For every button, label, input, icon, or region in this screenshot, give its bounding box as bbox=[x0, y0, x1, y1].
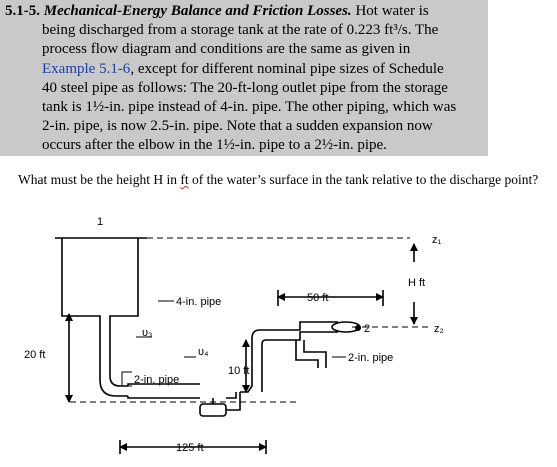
label-2in-pipe-left: 2-in. pipe bbox=[134, 374, 179, 386]
label-125ft: 125 ft bbox=[176, 442, 204, 454]
example-link[interactable]: Example 5.1-6 bbox=[42, 60, 131, 77]
unit-ft: ft bbox=[180, 172, 189, 187]
problem-line: occurs after the elbow in the 1½-in. pip… bbox=[42, 137, 387, 154]
problem-line: , except for different nominal pipe size… bbox=[130, 60, 444, 77]
problem-line: tank is 1½-in. pipe instead of 4-in. pip… bbox=[42, 99, 457, 116]
storage-tank bbox=[61, 238, 139, 358]
z2-label: z₂ bbox=[434, 323, 444, 335]
problem-line: 40 steel pipe as follows: The 20-ft-long… bbox=[42, 79, 448, 96]
label-20ft: 20 ft bbox=[24, 349, 45, 361]
problem-title: Mechanical-Energy Balance and Friction L… bbox=[43, 3, 352, 19]
label-v3: υ₃ bbox=[142, 327, 153, 339]
problem-statement: 5.1-5. Mechanical-Energy Balance and Fri… bbox=[0, 0, 488, 156]
label-2in-pipe-right: 2-in. pipe bbox=[348, 352, 393, 364]
problem-line: being discharged from a storage tank at … bbox=[42, 22, 439, 39]
h-label: H ft bbox=[408, 277, 425, 289]
label-50ft: 50 ft bbox=[307, 292, 328, 304]
label-10ft: 10 ft bbox=[228, 365, 249, 377]
outlet-pipe bbox=[99, 358, 128, 397]
horizontal-pipe bbox=[127, 383, 200, 399]
problem-line: process flow diagram and conditions are … bbox=[42, 41, 411, 58]
problem-line: 2-in. pipe, is now 2.5-in. pipe. Note th… bbox=[42, 118, 433, 135]
label-4in-pipe: 4-in. pipe bbox=[176, 296, 221, 308]
point-2-label: 2 bbox=[364, 323, 370, 335]
label-v4: υ₄ bbox=[198, 346, 209, 358]
point-1-label: 1 bbox=[97, 216, 103, 228]
vertical-riser bbox=[240, 329, 284, 393]
pump bbox=[199, 403, 227, 417]
problem-number: 5.1-5. bbox=[5, 3, 40, 19]
z1-label: z₁ bbox=[432, 234, 442, 246]
problem-line: Hot water is bbox=[351, 3, 429, 19]
question-text: What must be the height H in ft of the w… bbox=[18, 172, 539, 187]
